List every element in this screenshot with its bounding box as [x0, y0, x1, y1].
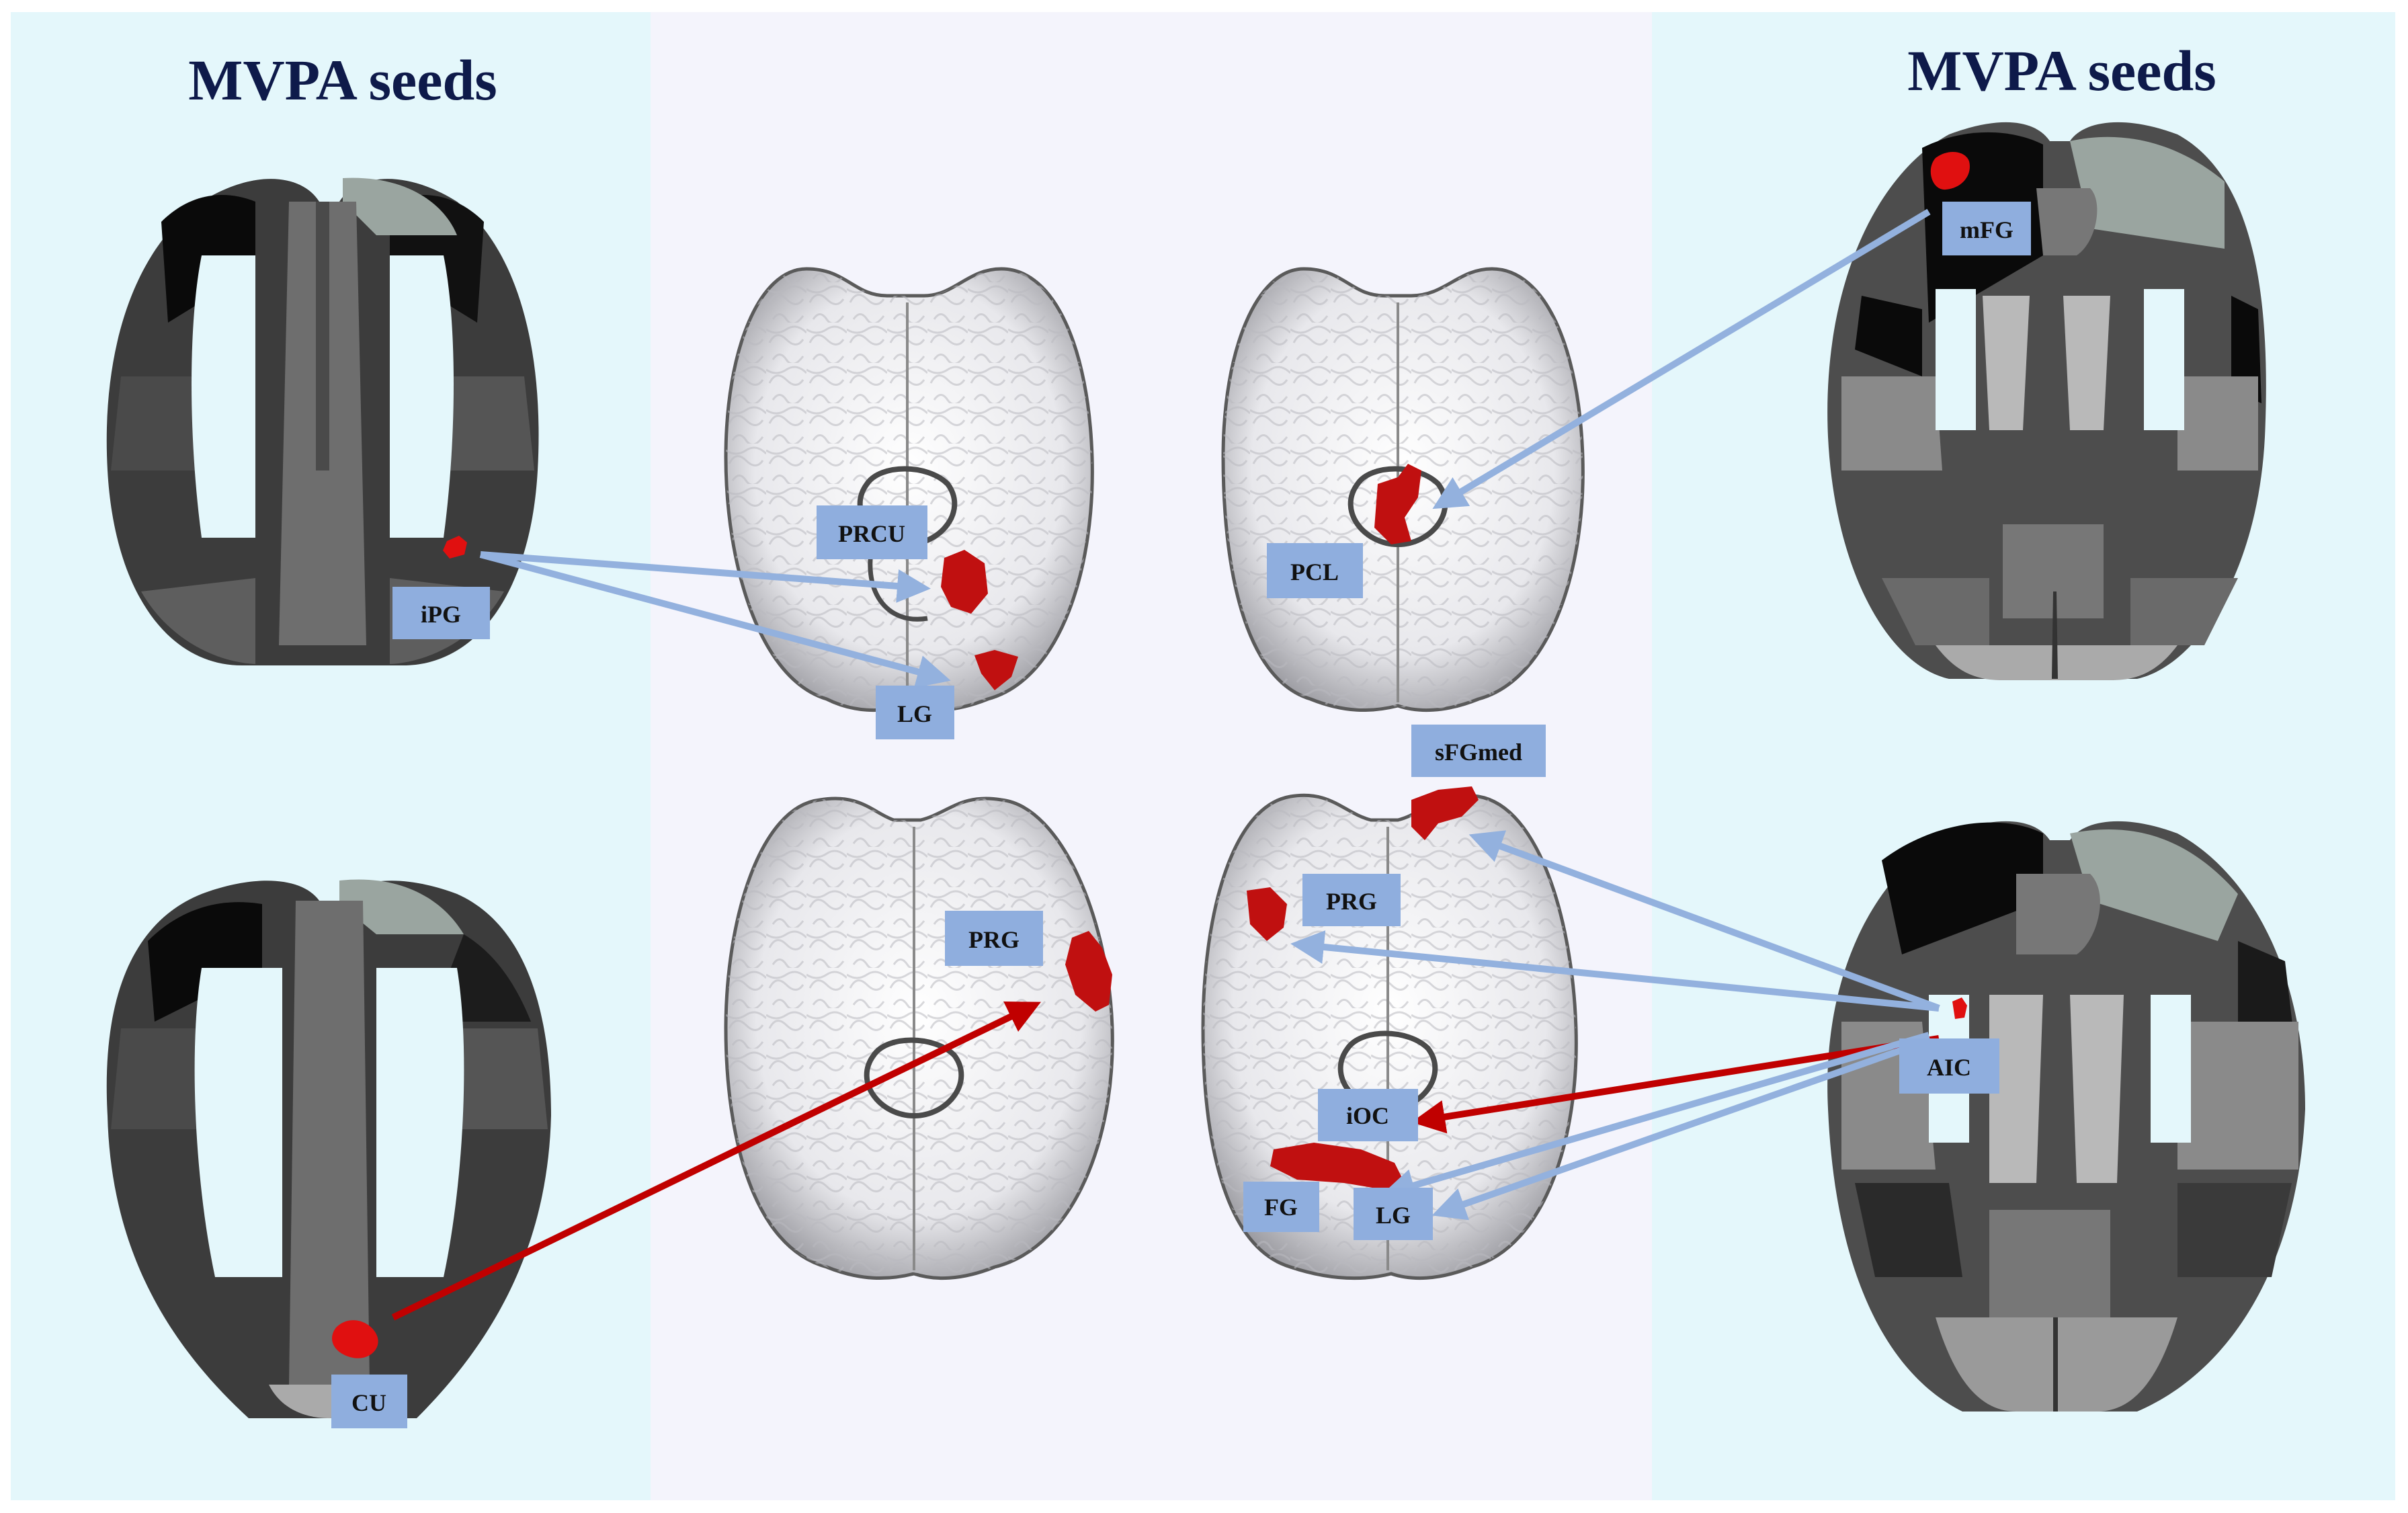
prg-blob-right [1247, 887, 1287, 941]
label-lg-top-text: LG [897, 700, 932, 727]
label-prg-right-text: PRG [1326, 888, 1377, 915]
fg-lg-blob [1270, 1143, 1405, 1190]
left-panel-title: MVPA seeds [188, 48, 497, 112]
label-ioc: iOC [1318, 1089, 1418, 1141]
label-prg-left: PRG [945, 911, 1043, 966]
label-pcl-text: PCL [1290, 559, 1339, 585]
label-cu-text: CU [351, 1389, 386, 1416]
glass-brain-bottom-right [1201, 786, 1578, 1280]
cu-roi [332, 1320, 378, 1358]
arrow-cu-to-prg [391, 1001, 1041, 1321]
right-bottom-axial-slice [1827, 821, 2305, 1412]
connection-arrows [391, 208, 1940, 1321]
label-aic: AIC [1899, 1038, 1999, 1094]
arrow-ipg-to-prcu [480, 551, 931, 603]
prg-blob-left [1065, 931, 1112, 1012]
label-prg-left-text: PRG [968, 926, 1020, 953]
right-panel-title: MVPA seeds [1907, 38, 2216, 103]
ipg-roi [443, 536, 467, 559]
label-lg-top: LG [876, 686, 954, 739]
arrow-ipg-to-lg [479, 551, 951, 688]
arrow-aic-to-lg [1431, 1037, 1930, 1221]
label-lg-bottom-text: LG [1376, 1202, 1411, 1229]
arrow-aic-to-ioc [1411, 1035, 1940, 1134]
roi-labels: iPG CU mFG AIC PRCU LG PCL PRG [331, 202, 2031, 1428]
right-top-axial-slice [1827, 122, 2266, 680]
label-cu: CU [331, 1375, 407, 1428]
sfgmed-blob [1411, 786, 1479, 840]
label-sfgmed-text: sFGmed [1435, 739, 1522, 766]
label-mfg: mFG [1942, 202, 2031, 255]
arrow-mfg-to-pcl [1432, 208, 1931, 509]
label-pcl: PCL [1267, 543, 1363, 598]
label-mfg-text: mFG [1960, 216, 2013, 243]
label-ipg-text: iPG [421, 601, 461, 628]
label-fg-text: FG [1264, 1194, 1298, 1221]
label-ipg: iPG [392, 587, 490, 639]
arrow-aic-to-prg [1290, 930, 1940, 1012]
glass-brain-bottom-left [724, 796, 1114, 1280]
label-prg-right: PRG [1302, 874, 1401, 926]
glass-brain-top-right [1221, 267, 1585, 712]
mfg-roi [1930, 151, 1970, 190]
label-aic-text: AIC [1927, 1054, 1971, 1081]
label-prcu: PRCU [817, 505, 927, 559]
glass-brain-top-left [724, 267, 1094, 712]
label-ioc-text: iOC [1346, 1102, 1389, 1129]
label-prcu-text: PRCU [838, 520, 905, 547]
left-bottom-axial-slice [106, 879, 552, 1418]
aic-roi [1952, 997, 1967, 1019]
prcu-blob [941, 550, 988, 614]
label-lg-bottom: LG [1354, 1188, 1433, 1240]
label-fg: FG [1243, 1182, 1319, 1232]
label-sfgmed: sFGmed [1411, 725, 1546, 777]
arrow-aic-to-sfgmed [1468, 830, 1940, 1012]
pcl-blob [1374, 464, 1421, 544]
lg-blob-top [974, 650, 1018, 690]
arrow-aic-to-fg [1381, 1032, 1930, 1202]
